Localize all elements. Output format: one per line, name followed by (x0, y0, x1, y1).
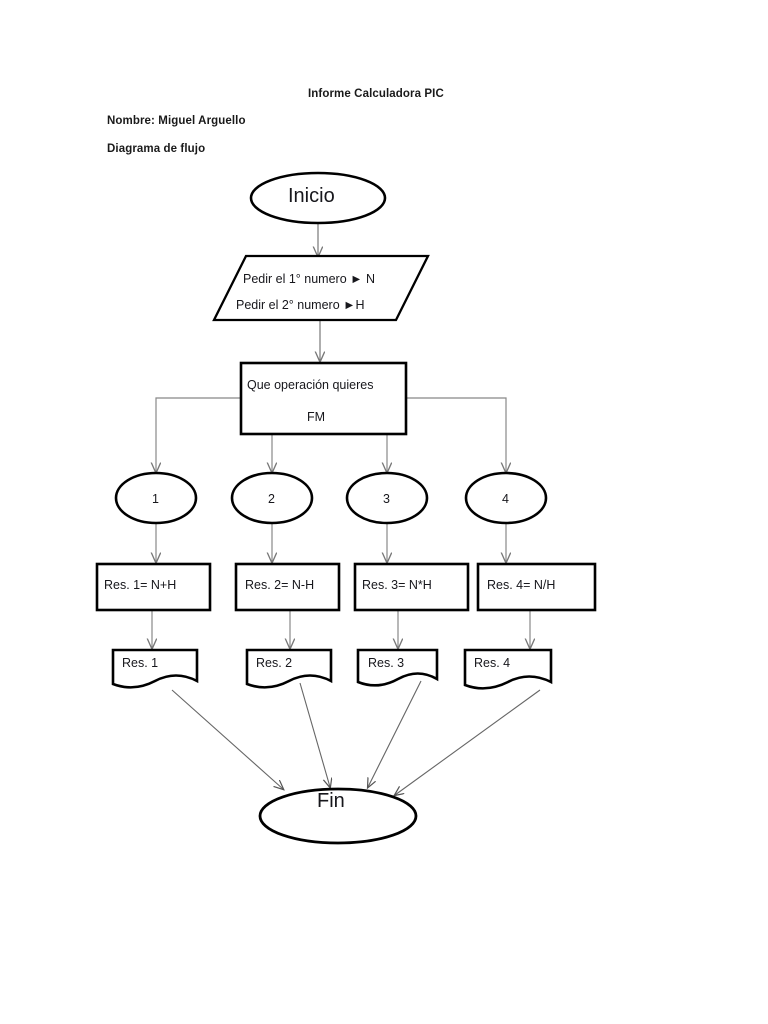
option-2-ellipse-shape (230, 471, 314, 525)
connector-output-2-to-fin (299, 682, 330, 787)
end-terminator-label: Fin (317, 790, 345, 812)
operation-3-label: Res. 3= N*H (362, 578, 432, 592)
start-terminator-label: Inicio (288, 185, 335, 207)
input-line-2-label: Pedir el 2° numero ►H (236, 298, 365, 312)
output-3-document-shape (356, 648, 439, 687)
end-terminator-shape (258, 787, 418, 845)
decision-options-label: FM (307, 410, 326, 424)
operation-3-box-shape (353, 562, 470, 612)
section-label: Diagrama de flujo (107, 143, 206, 155)
output-4-label: Res. 4 (474, 656, 511, 670)
option-3-ellipse-shape (345, 471, 429, 525)
connector-decision-to-option-1 (156, 397, 241, 472)
operation-2-box-shape (234, 562, 341, 612)
output-1-label: Res. 1 (122, 656, 159, 670)
option-3-label: 3 (383, 492, 390, 506)
input-parallelogram-shape (212, 254, 430, 322)
connector-output-3-to-fin (368, 680, 422, 787)
input-line-1-label: Pedir el 1° numero ► N (243, 272, 376, 286)
option-1-label: 1 (152, 492, 159, 506)
connector-decision-to-option-4 (406, 397, 506, 472)
connector-output-1-to-fin (171, 689, 283, 789)
operation-1-label: Res. 1= N+H (104, 578, 177, 592)
decision-prompt-label: Que operación quieres (247, 378, 374, 392)
output-2-label: Res. 2 (256, 656, 293, 670)
operation-1-box-shape (95, 562, 212, 612)
output-1-document-shape (111, 648, 199, 689)
decision-process-shape (239, 361, 408, 436)
operation-4-label: Res. 4= N/H (487, 578, 556, 592)
output-2-document-shape (245, 648, 333, 689)
author-line: Nombre: Miguel Arguello (107, 115, 246, 127)
output-3-label: Res. 3 (368, 656, 405, 670)
page-title: Informe Calculadora PIC (308, 88, 444, 100)
output-4-document-shape (463, 648, 553, 690)
operation-2-label: Res. 2= N-H (245, 578, 315, 592)
option-1-ellipse-shape (114, 471, 198, 525)
connector-output-4-to-fin (395, 689, 541, 795)
start-terminator-shape (249, 171, 387, 225)
option-4-ellipse-shape (464, 471, 548, 525)
option-4-label: 4 (502, 492, 509, 506)
operation-4-box-shape (476, 562, 597, 612)
option-2-label: 2 (268, 492, 275, 506)
